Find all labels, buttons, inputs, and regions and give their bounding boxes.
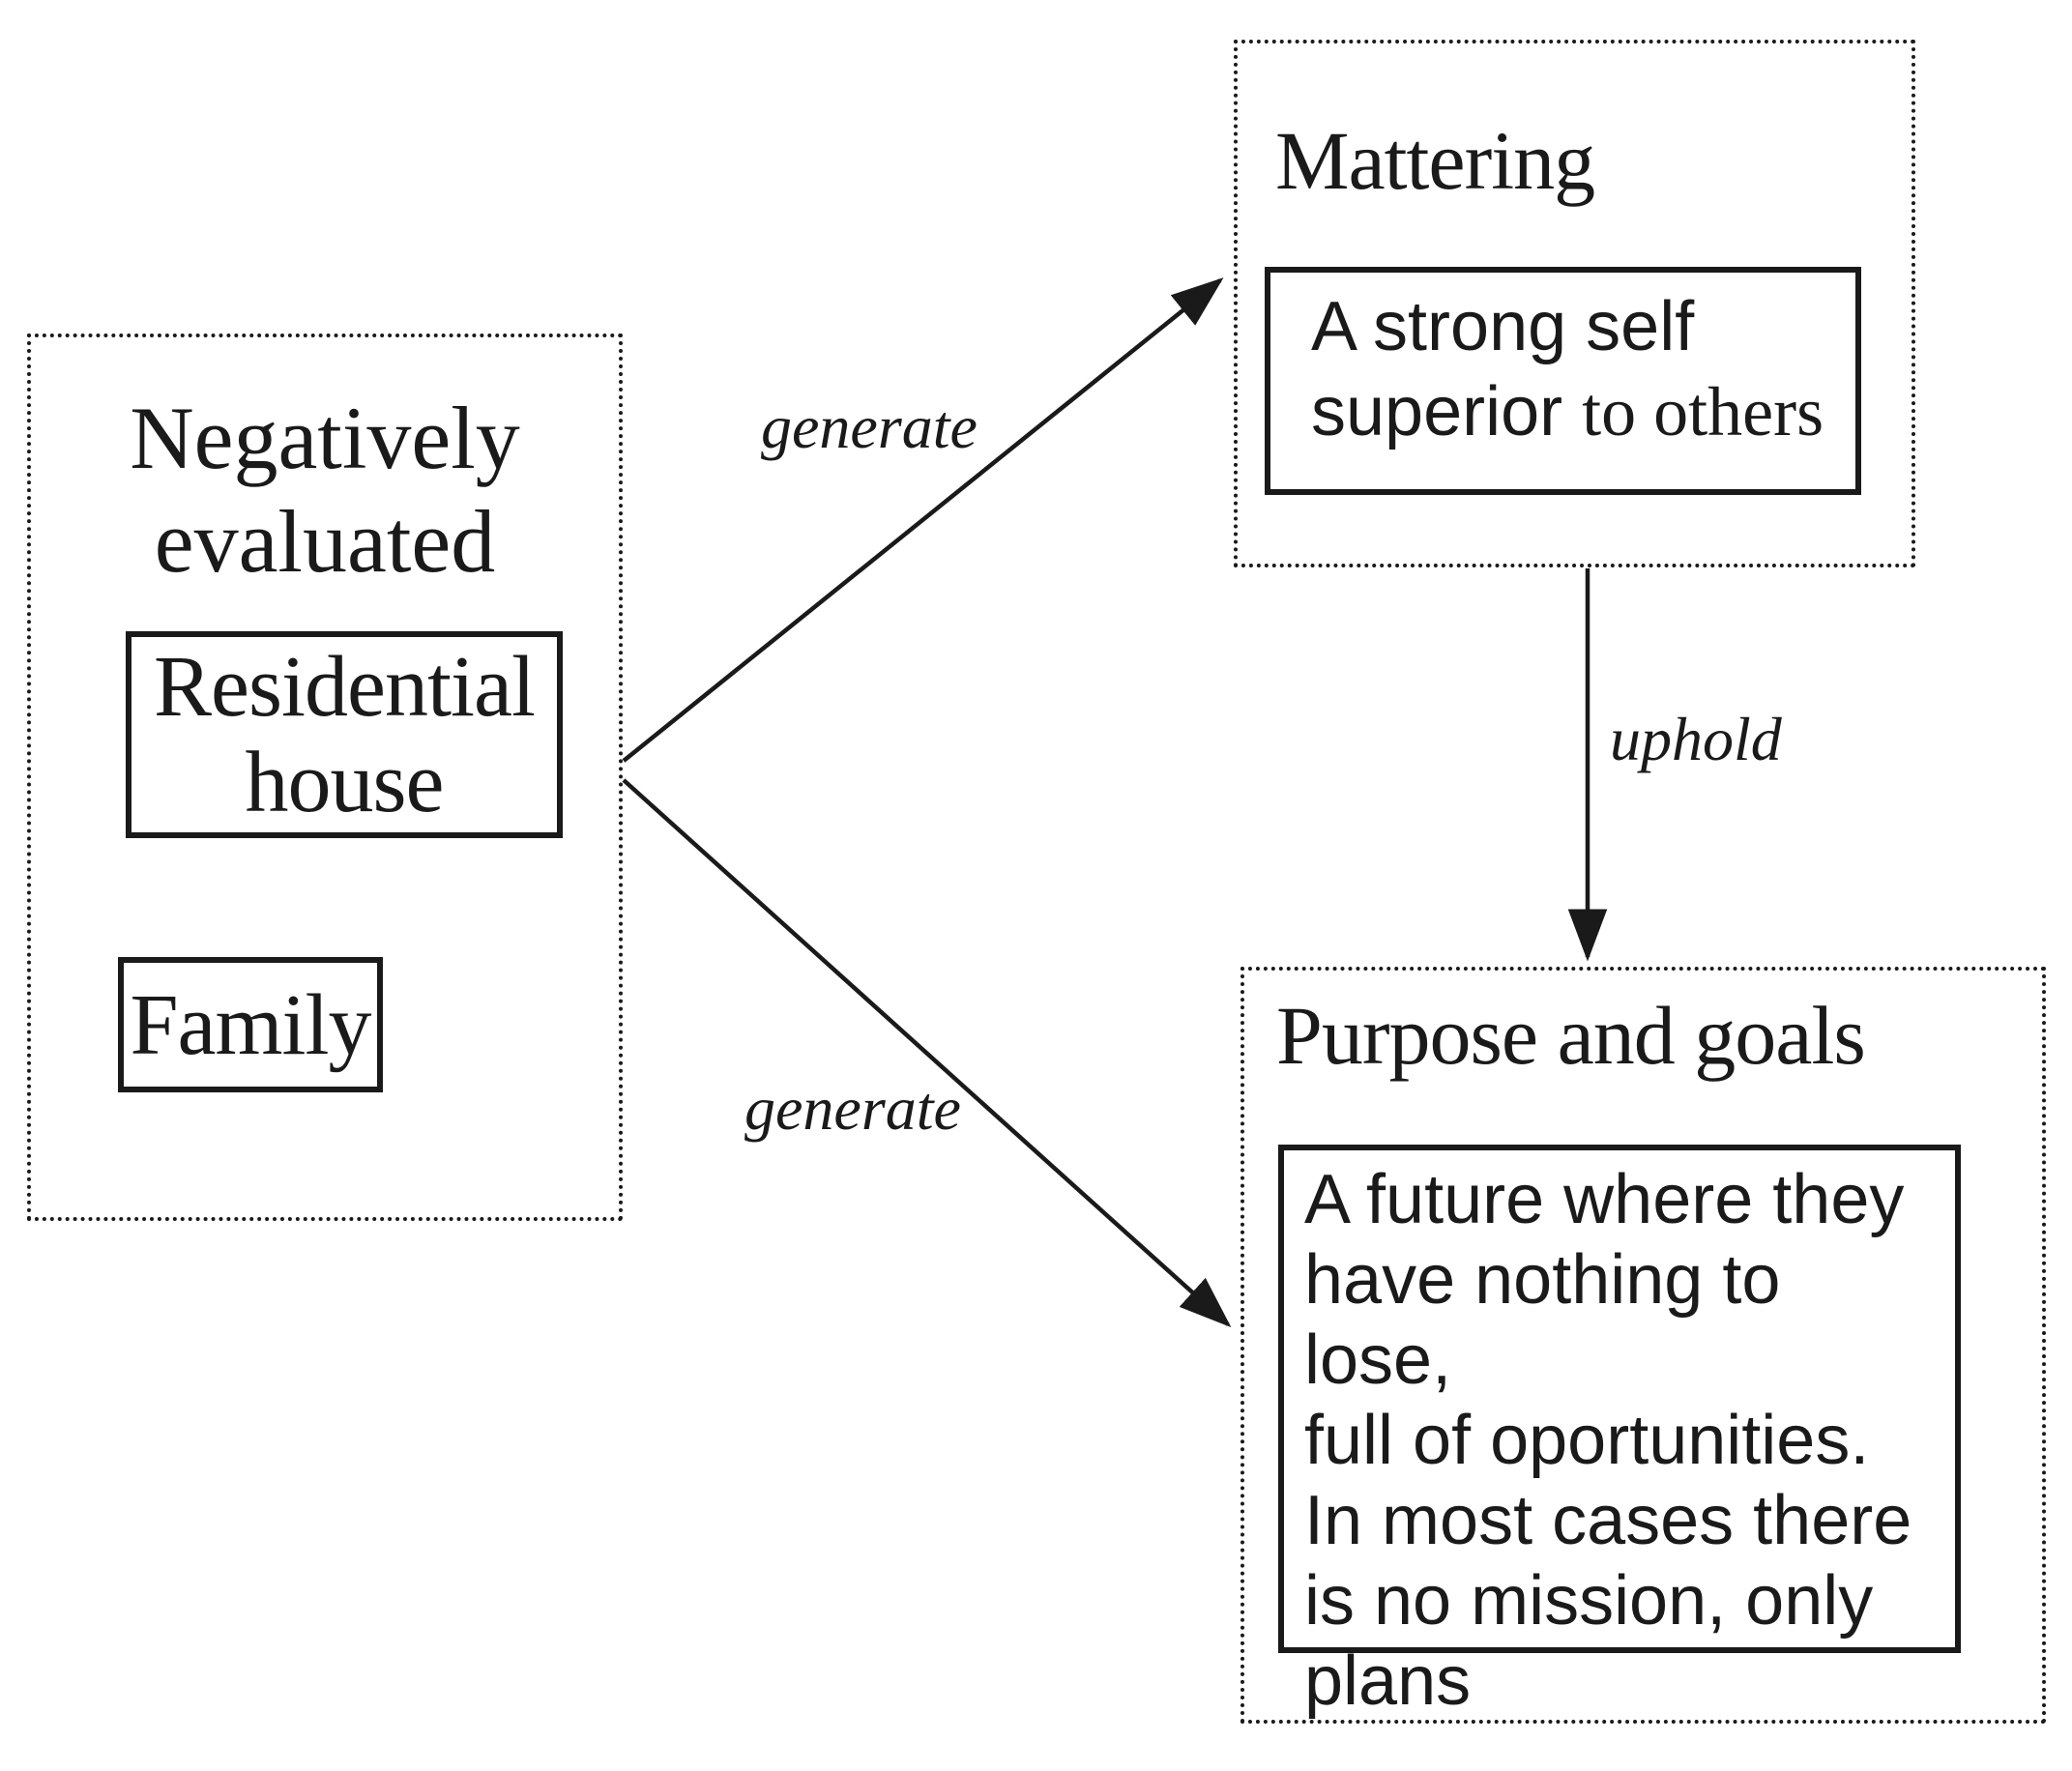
negatively-evaluated-title: Negatively evaluated <box>130 389 520 591</box>
family-box: Family <box>118 957 383 1092</box>
future-text: A future where they have nothing to lose… <box>1304 1161 1912 1720</box>
edge-label-uphold: uphold <box>1610 705 1782 773</box>
strong-self-text-sans: A strong self superior <box>1311 288 1695 450</box>
mattering-group <box>1234 40 1915 567</box>
edge-label-generate-lower: generate <box>744 1074 961 1143</box>
mattering-title: Mattering <box>1275 114 1595 207</box>
negatively-evaluated-group <box>27 334 623 1221</box>
strong-self-text-serif: to others <box>1582 373 1824 450</box>
future-card: A future where they have nothing to lose… <box>1278 1145 1961 1720</box>
residential-house-label: Residential house <box>154 639 536 830</box>
generate-arrow-upper <box>622 277 1224 763</box>
purpose-title: Purpose and goals <box>1276 989 1866 1082</box>
generate-arrow-lower <box>622 778 1232 1328</box>
edge-label-generate-upper: generate <box>761 392 978 461</box>
strong-self-text: A strong self superior to others <box>1311 284 1824 454</box>
family-label: Family <box>130 976 371 1073</box>
purpose-group <box>1240 967 2046 1724</box>
strong-self-card: A strong self superior to others <box>1265 267 1861 495</box>
residential-house-box: Residential house <box>126 631 563 838</box>
